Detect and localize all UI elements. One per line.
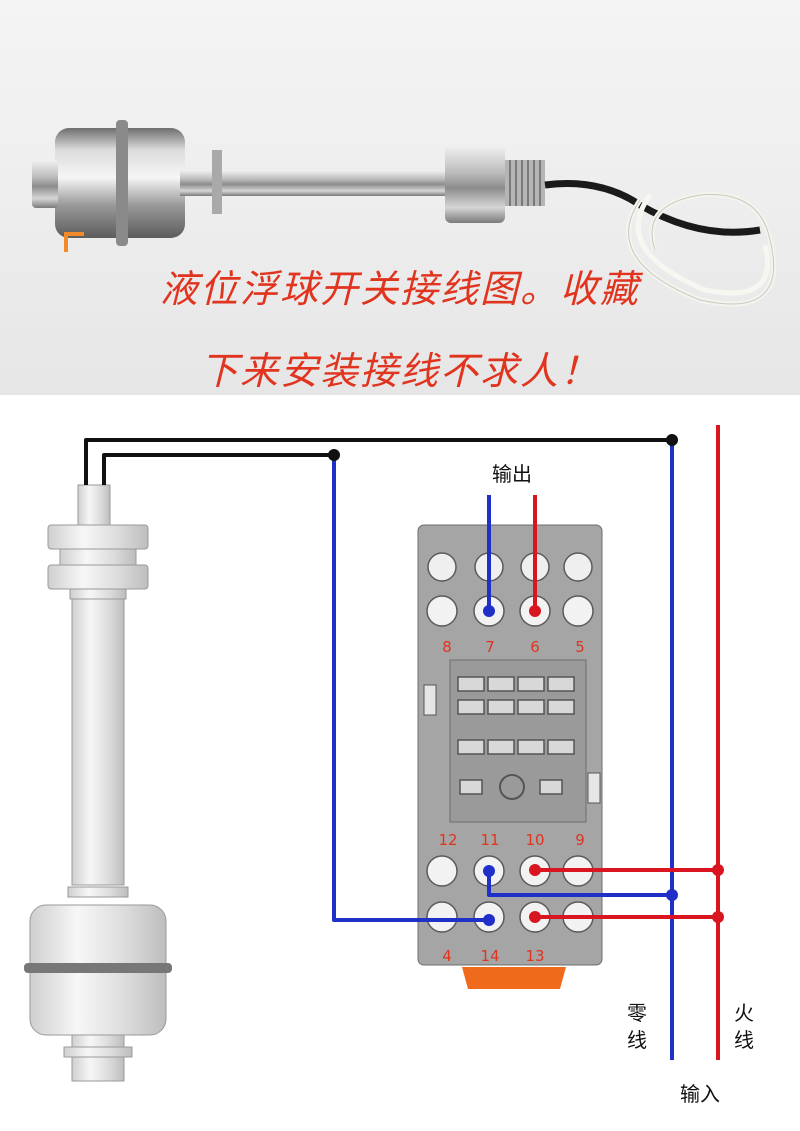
terminal-label-13: 13 [525, 947, 544, 965]
terminal-label-6: 6 [530, 638, 540, 656]
black-wire-1 [84, 438, 672, 485]
live-label-1: 火 [734, 1001, 754, 1025]
live-label-2: 线 [734, 1028, 754, 1052]
junction-dots [328, 434, 724, 926]
caption-line-2: 下来安装接线不求人！ [199, 349, 600, 393]
wires [84, 425, 720, 1060]
neutral-label-2: 线 [627, 1028, 647, 1052]
blue-wire-11 [487, 871, 672, 897]
neutral-label-1: 零 [627, 1001, 647, 1025]
terminal-label-7: 7 [485, 638, 495, 656]
terminal-label-9: 9 [575, 831, 585, 849]
terminal-label-5: 5 [575, 638, 585, 656]
output-label: 输出 [492, 462, 532, 486]
float-switch-drawing [24, 484, 172, 1082]
relay-socket [417, 524, 603, 989]
terminal-label-8: 8 [442, 638, 452, 656]
product-photo: 液位浮球开关接线图。收藏 下来安装接线不求人！ [0, 0, 800, 395]
terminal-label-4: 4 [442, 947, 452, 965]
float-switch-photo [32, 120, 777, 307]
terminal-label-14: 14 [480, 947, 499, 965]
terminal-label-12: 12 [438, 831, 457, 849]
input-label: 输入 [680, 1082, 720, 1106]
caption-line-1: 液位浮球开关接线图。收藏 [159, 267, 640, 311]
wiring-diagram: 8 7 6 5 12 11 10 9 4 14 13 [24, 425, 754, 1106]
terminal-label-11: 11 [480, 831, 499, 849]
black-wire-2 [102, 453, 334, 485]
blue-wire-float [332, 455, 489, 922]
terminal-label-10: 10 [525, 831, 544, 849]
terminal-row-top [426, 595, 594, 627]
